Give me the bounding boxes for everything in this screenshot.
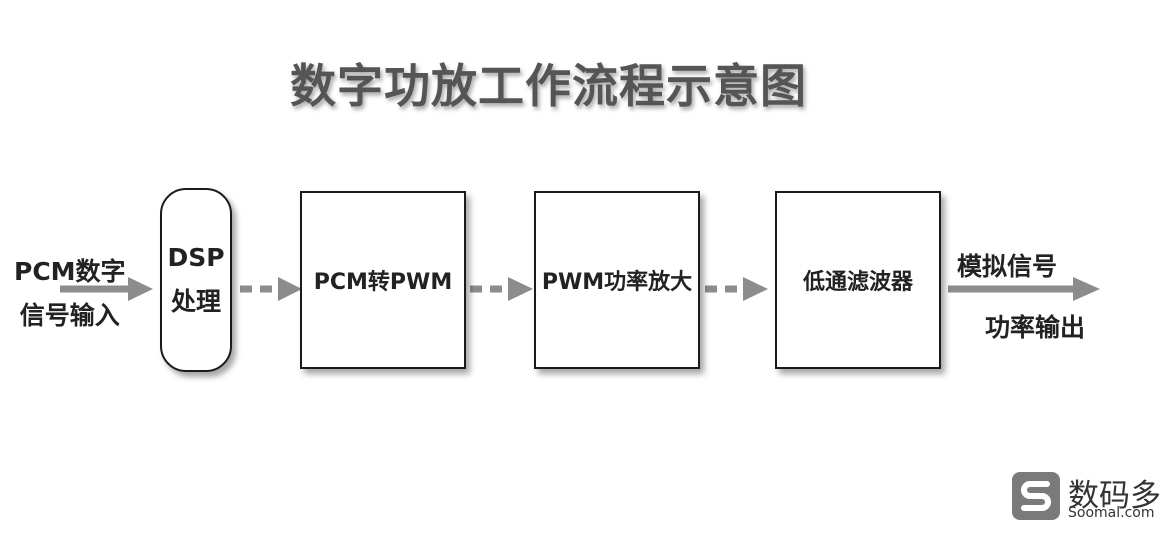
low-pass-filter-block: 低通滤波器 [775,191,941,369]
dsp-block-line2: 处理 [170,287,221,316]
dashed-arrow-2 [470,277,533,301]
dashed-arrow-3 [705,277,768,301]
pcm-to-pwm-label: PCM转PWM [313,270,453,295]
watermark-domain: Soomal.com [1068,505,1155,521]
input-arrow [60,277,153,301]
page-title: 数字功放工作流程示意图 [290,59,807,113]
pcm-to-pwm-block: PCM转PWM [300,191,466,369]
pwm-amplifier-block: PWM功率放大 [534,191,700,369]
output-label-line2: 功率输出 [985,313,1086,342]
output-arrow [948,277,1100,301]
watermark-name: 数码多 [1068,478,1161,514]
soomal-logo-icon [1012,472,1060,520]
input-label-line2: 信号输入 [19,301,120,330]
input-label: PCM数字 信号输入 [14,250,126,338]
dsp-block: DSP 处理 [160,188,232,372]
dsp-block-line1: DSP [167,243,225,272]
output-label-line1: 模拟信号 [957,252,1058,281]
input-label-line1: PCM数字 [14,257,126,286]
dashed-arrow-1 [240,277,302,301]
low-pass-filter-label: 低通滤波器 [802,270,913,295]
pwm-amplifier-label: PWM功率放大 [541,270,693,295]
